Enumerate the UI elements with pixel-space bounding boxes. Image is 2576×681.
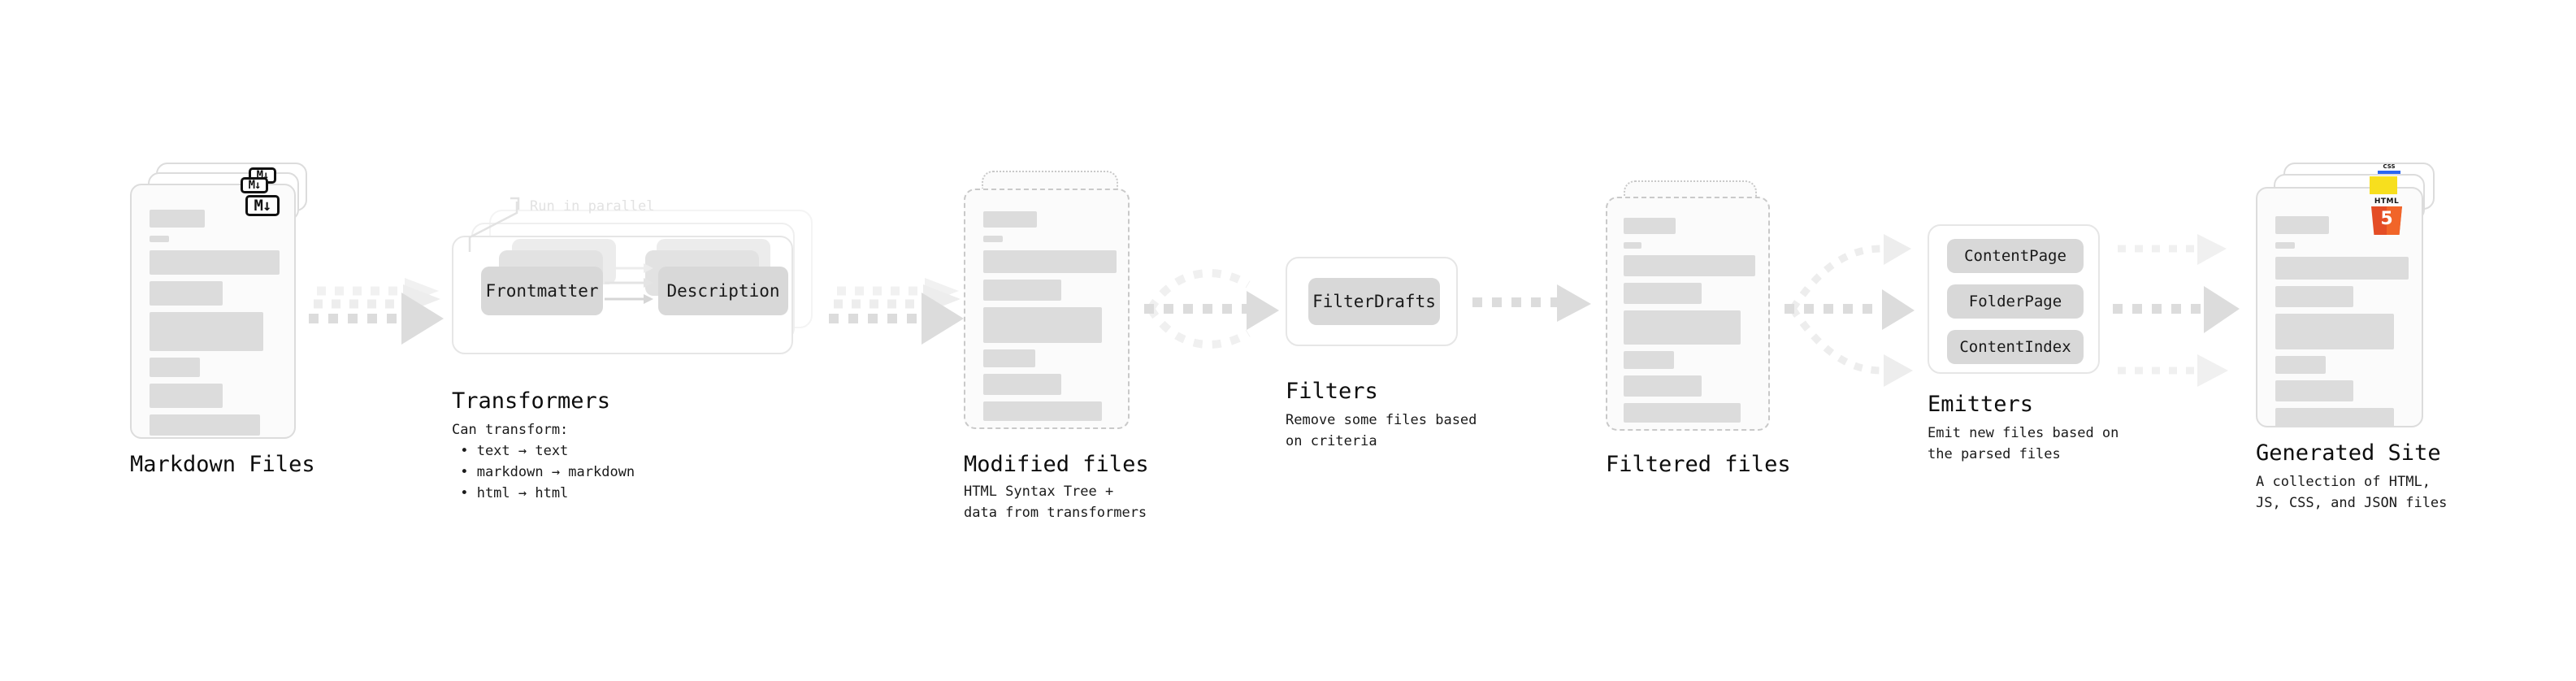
content-bar	[150, 250, 280, 275]
css3-icon: CSS	[2378, 163, 2400, 175]
content-bar	[150, 414, 260, 436]
content-bar	[2275, 286, 2353, 307]
connector-modified-to-filters	[1144, 260, 1290, 358]
emitters-box: ContentPage FolderPage ContentIndex	[1928, 224, 2100, 374]
content-bar	[2275, 257, 2409, 280]
run-in-parallel-bracket	[447, 192, 536, 252]
stage-title-transformers: Transformers	[452, 388, 611, 414]
generated-site-stack: CSS HTML 5	[2256, 163, 2459, 439]
content-bar	[150, 384, 223, 408]
connector-filters-to-filtered	[1472, 284, 1602, 333]
connector-filtered-to-emitters	[1785, 231, 1939, 393]
filter-chip-filterdrafts[interactable]: FilterDrafts	[1308, 278, 1440, 325]
connector-transformers-to-modified	[829, 268, 975, 349]
markdown-icon: M↓	[245, 195, 280, 216]
html5-digit: 5	[2380, 209, 2393, 229]
content-bar	[1624, 242, 1641, 249]
content-bar	[983, 374, 1061, 395]
content-bar	[983, 401, 1102, 421]
content-bar	[2275, 380, 2353, 401]
content-bar	[150, 210, 205, 228]
filtered-file-content	[1607, 198, 1768, 429]
filtered-file-card-front	[1606, 197, 1770, 431]
stage-subtitle-filters: Remove some files based on criteria	[1286, 412, 1477, 449]
emitter-chip-contentpage[interactable]: ContentPage	[1947, 239, 2084, 273]
connector-emitters-to-site	[2113, 231, 2267, 393]
markdown-files-stack: M↓ M↓ M↓	[130, 163, 325, 439]
stage-subtitle-generated-site: A collection of HTML, JS, CSS, and JSON …	[2256, 474, 2448, 511]
content-bar	[2275, 356, 2326, 374]
content-bar	[150, 358, 200, 377]
html5-label: HTML	[2374, 197, 2400, 206]
site-file-content	[2257, 189, 2422, 427]
content-bar	[1624, 351, 1674, 369]
content-bar	[983, 236, 1003, 242]
modified-file-card-front	[964, 189, 1130, 429]
css3-label: CSS	[2383, 163, 2396, 170]
connector-markdown-to-transformers	[309, 268, 455, 349]
modified-files-stack	[964, 171, 1143, 439]
transformer-chip-description[interactable]: Description	[658, 267, 788, 315]
stage-subtitle-modified-files: HTML Syntax Tree + data from transformer…	[964, 484, 1147, 521]
content-bar	[983, 250, 1117, 273]
run-in-parallel-label: Run in parallel	[530, 198, 655, 215]
content-bar	[150, 312, 263, 351]
transformer-chip-frontmatter[interactable]: Frontmatter	[481, 267, 603, 315]
stage-title-filters: Filters	[1286, 379, 1378, 404]
content-bar	[1624, 310, 1741, 345]
markdown-file-card-front	[130, 184, 296, 439]
stage-title-filtered-files: Filtered files	[1606, 452, 1791, 477]
content-bar	[2275, 242, 2295, 249]
content-bar	[2275, 408, 2394, 427]
content-bar	[2275, 314, 2394, 349]
js-icon	[2370, 176, 2397, 194]
markdown-file-content	[132, 185, 294, 437]
stage-title-generated-site: Generated Site	[2256, 440, 2441, 466]
emitter-chip-contentindex[interactable]: ContentIndex	[1947, 330, 2084, 364]
stage-title-markdown-files: Markdown Files	[130, 452, 315, 477]
content-bar	[983, 307, 1102, 343]
content-bar	[2275, 216, 2329, 234]
html5-shield	[2371, 206, 2402, 235]
emitter-chip-folderpage[interactable]: FolderPage	[1947, 284, 2084, 319]
filters-box: FilterDrafts	[1286, 257, 1458, 346]
content-bar	[1624, 375, 1702, 397]
content-bar	[983, 280, 1061, 301]
content-bar	[1624, 218, 1676, 234]
content-bar	[150, 281, 223, 306]
stage-subtitle-emitters: Emit new files based on the parsed files	[1928, 425, 2119, 462]
css3-underline	[2378, 171, 2400, 174]
transformers-group: Frontmatter Description	[452, 195, 826, 358]
content-bar	[1624, 255, 1755, 276]
transformer-internal-arrows	[605, 263, 670, 312]
content-bar	[983, 211, 1037, 228]
html5-icon: HTML 5	[2371, 197, 2402, 235]
stage-title-emitters: Emitters	[1928, 392, 2034, 417]
filtered-files-stack	[1606, 180, 1785, 440]
modified-file-content	[965, 190, 1128, 427]
content-bar	[1624, 403, 1741, 423]
stage-title-modified-files: Modified files	[964, 452, 1149, 477]
content-bar	[983, 349, 1035, 367]
content-bar	[150, 236, 169, 242]
content-bar	[1624, 283, 1702, 304]
markdown-icon: M↓	[241, 177, 268, 193]
stage-subtitle-transformers: Can transform: • text → text • markdown …	[452, 422, 635, 501]
